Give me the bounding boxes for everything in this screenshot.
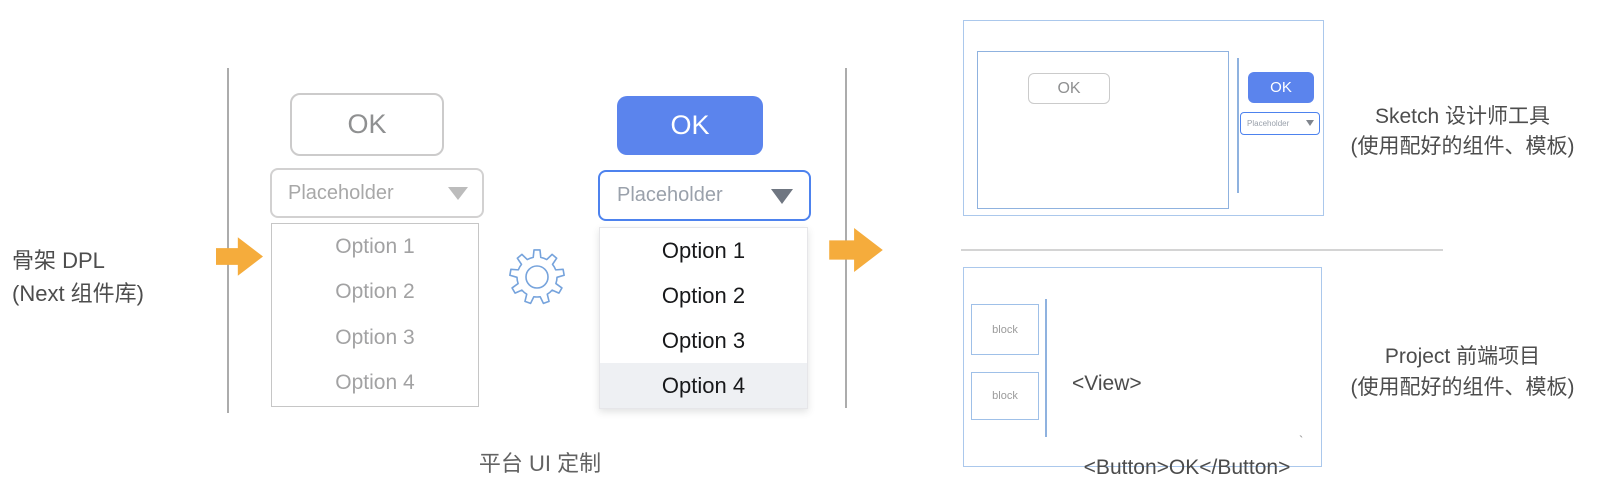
skeleton-stage-label: 骨架 DPL (Next 组件库) [12, 244, 144, 310]
styled-option[interactable]: Option 2 [661, 282, 746, 308]
sketch-palette-select-placeholder: Placeholder [1247, 119, 1290, 128]
triangle-down-icon [448, 187, 468, 200]
project-block-2: block [971, 372, 1039, 420]
project-panel [963, 267, 1322, 467]
triangle-down-icon [1306, 120, 1314, 126]
sketch-output-label: Sketch 设计师工具 (使用配好的组件、模板) [1325, 102, 1600, 162]
styled-option[interactable]: Option 3 [661, 327, 746, 353]
wireframe-options-list: Option 1 Option 2 Option 3 Option 4 [271, 223, 479, 407]
project-code-snippet: <View> <Button>OK</Button> <Select /> </… [1072, 314, 1290, 490]
wireframe-option[interactable]: Option 1 [335, 234, 415, 258]
code-line: <Button>OK</Button> [1072, 456, 1291, 479]
divider-vertical-left [227, 68, 229, 413]
sketch-output-label-line2: (使用配好的组件、模板) [1350, 135, 1575, 158]
skeleton-stage-label-line1: 骨架 DPL [12, 248, 105, 273]
wireframe-select[interactable]: Placeholder [270, 168, 484, 218]
styled-options-list: Option 1 Option 2 Option 3 Option 4 [599, 227, 808, 409]
divider-horizontal [961, 249, 1443, 251]
wireframe-option[interactable]: Option 2 [335, 280, 415, 304]
stage-caption: 平台 UI 定制 [478, 451, 602, 476]
project-output-label: Project 前端项目 (使用配好的组件、模板) [1325, 341, 1600, 403]
sketch-canvas-ok-button[interactable]: OK [1028, 73, 1110, 104]
project-output-label-line1: Project 前端项目 [1384, 345, 1541, 368]
styled-select-placeholder: Placeholder [617, 184, 723, 206]
arrow-right-icon [828, 228, 884, 272]
sketch-palette-ok-button[interactable]: OK [1248, 72, 1314, 103]
wireframe-option[interactable]: Option 3 [335, 325, 415, 349]
wireframe-select-placeholder: Placeholder [288, 181, 394, 204]
styled-option[interactable]: Option 1 [661, 237, 746, 263]
sketch-palette-divider [1237, 58, 1239, 193]
triangle-down-icon [771, 189, 793, 204]
stray-mark: ` [1299, 433, 1304, 448]
project-output-label-line2: (使用配好的组件、模板) [1350, 376, 1575, 399]
styled-option-highlighted[interactable]: Option 4 [600, 363, 807, 408]
project-block-1: block [971, 304, 1039, 355]
arrow-right-icon [216, 233, 263, 280]
wireframe-ok-button[interactable]: OK [290, 93, 444, 156]
styled-select[interactable]: Placeholder [598, 170, 811, 221]
skeleton-stage-label-line2: (Next 组件库) [12, 281, 145, 306]
divider-vertical-right [845, 68, 847, 408]
project-code-divider [1045, 299, 1047, 437]
styled-ok-button[interactable]: OK [617, 96, 763, 155]
wireframe-option[interactable]: Option 4 [335, 371, 415, 395]
code-line: <View> [1072, 372, 1142, 395]
gear-icon [508, 248, 566, 306]
sketch-palette-select[interactable]: Placeholder [1240, 112, 1320, 135]
sketch-output-label-line1: Sketch 设计师工具 [1374, 105, 1551, 128]
